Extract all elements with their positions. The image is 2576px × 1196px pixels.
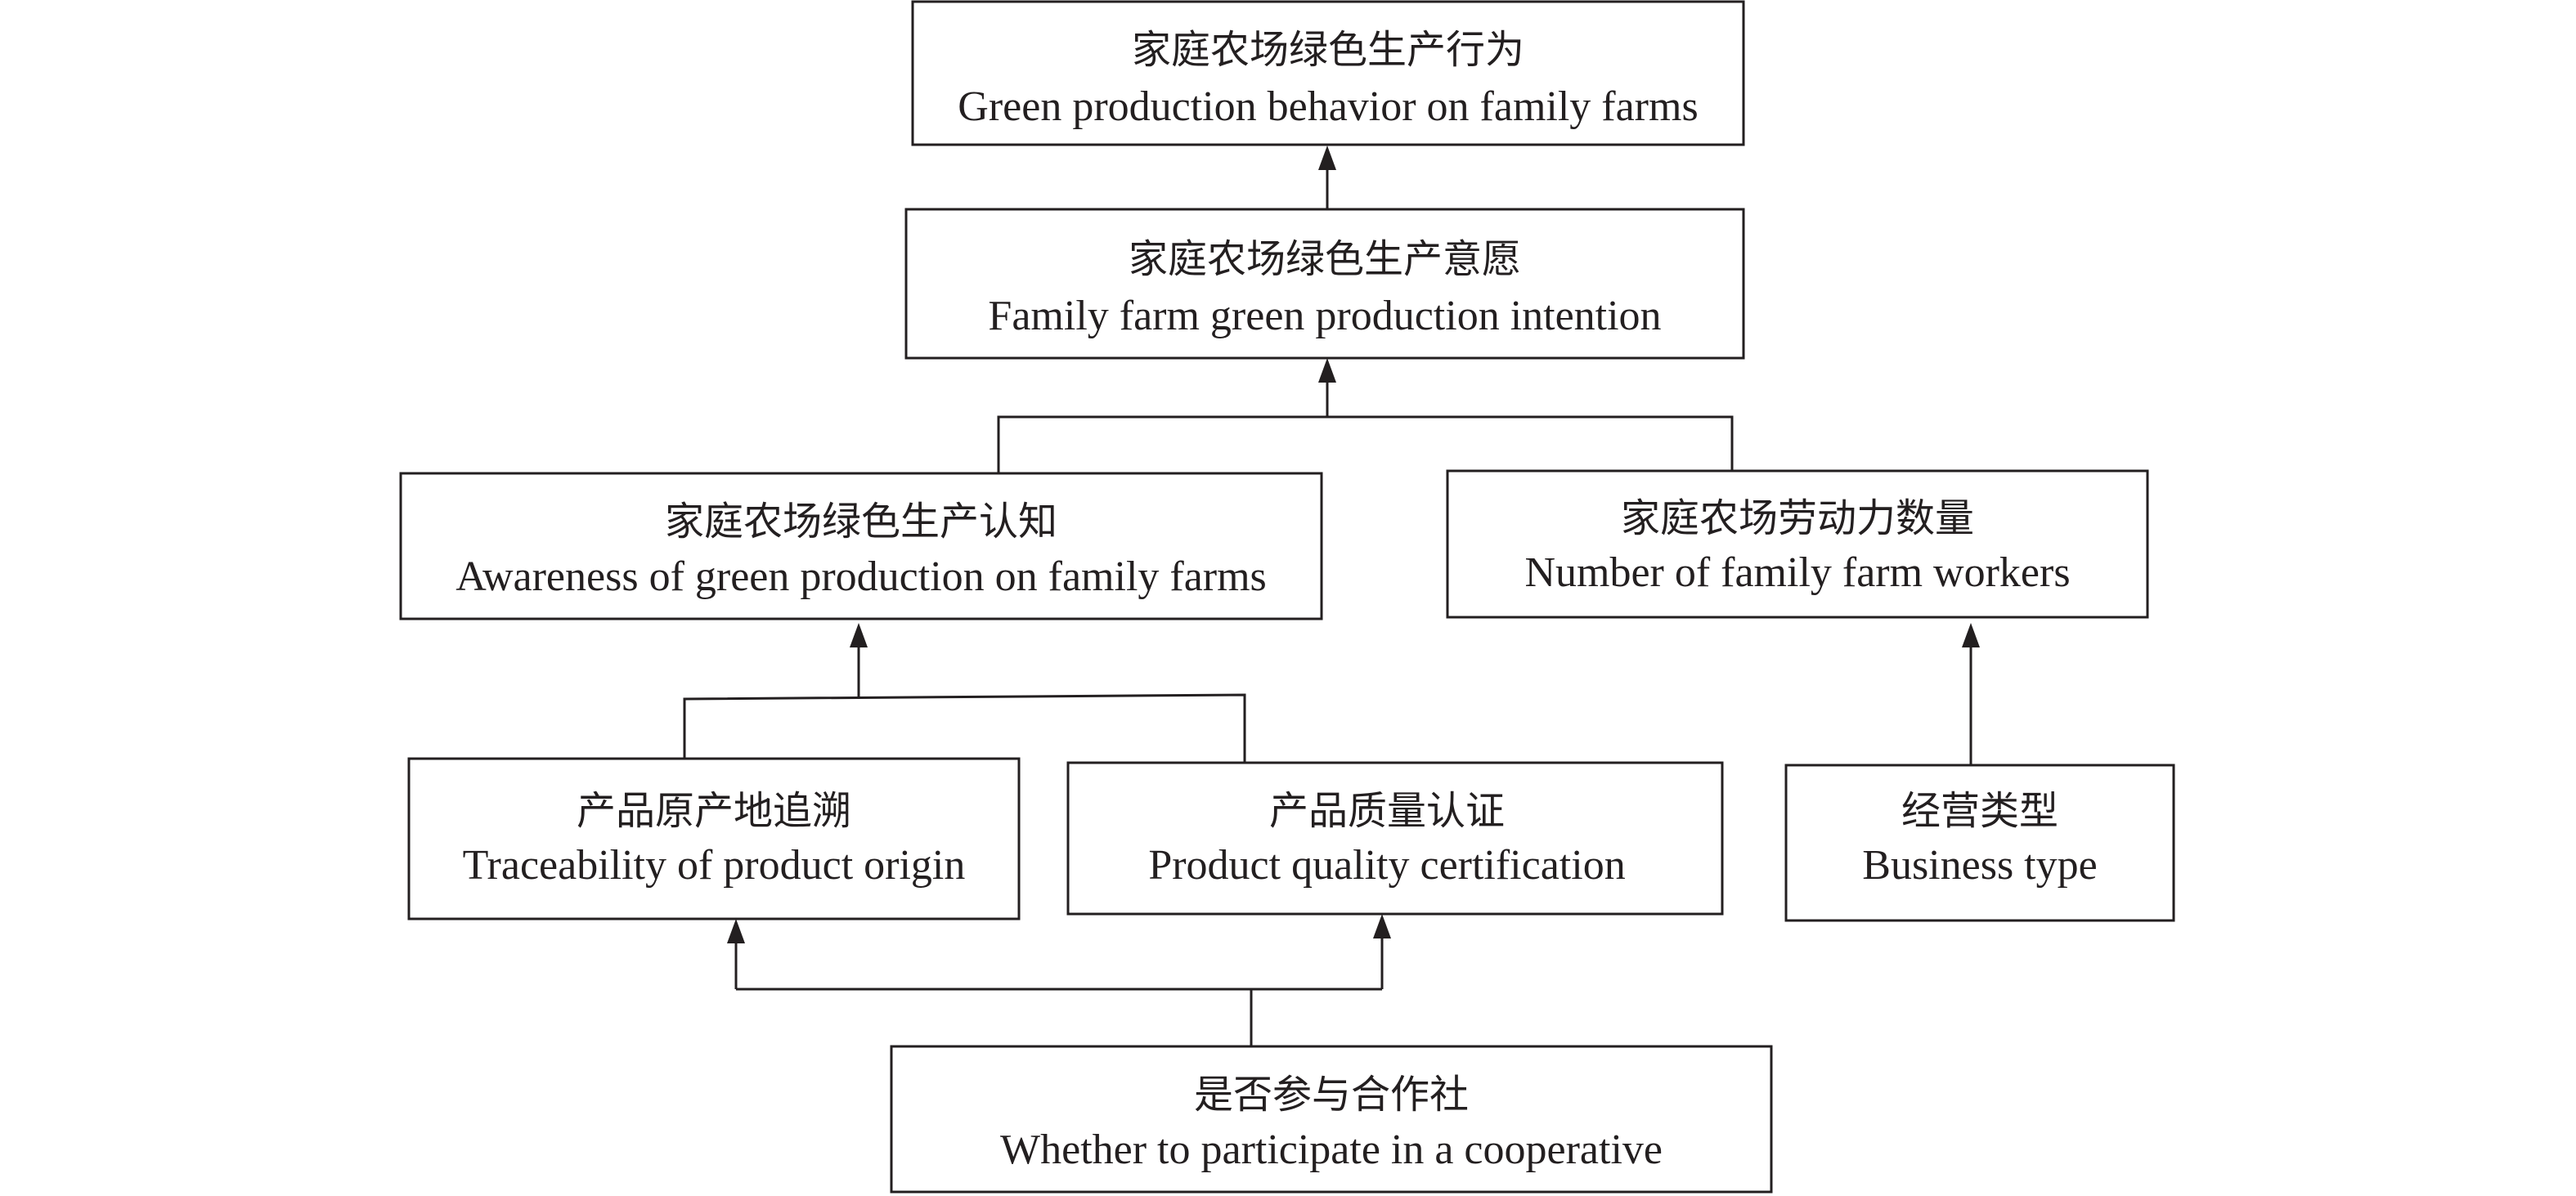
edge-business-type-to-workers — [1962, 623, 1980, 765]
node-cooperative: 是否参与合作社 Whether to participate in a coop… — [890, 1045, 1773, 1194]
node-workers-cn: 家庭农场劳动力数量 — [1621, 495, 1974, 541]
node-business-type-cn: 经营类型 — [1901, 788, 2058, 834]
node-traceability: 产品原产地追溯 Traceability of product origin — [407, 757, 1021, 921]
arrowhead — [1318, 358, 1336, 383]
arrowhead — [727, 919, 745, 943]
edge-traceability-certification-to-awareness — [683, 623, 1246, 763]
node-cooperative-en: Whether to participate in a cooperative — [1000, 1127, 1663, 1173]
node-cooperative-cn: 是否参与合作社 — [1194, 1072, 1469, 1118]
node-certification-cn: 产品质量认证 — [1269, 788, 1505, 834]
node-workers-en: Number of family farm workers — [1524, 549, 2070, 596]
node-certification: 产品质量认证 Product quality certification — [1066, 761, 1724, 916]
node-workers: 家庭农场劳动力数量 Number of family farm workers — [1446, 469, 2149, 619]
edge-cooperative-to-traceability-certification — [727, 914, 1391, 1046]
node-awareness-cn: 家庭农场绿色生产认知 — [665, 499, 1057, 544]
node-awareness: 家庭农场绿色生产认知 Awareness of green production… — [399, 472, 1323, 620]
node-behavior-en: Green production behavior on family farm… — [958, 83, 1698, 130]
arrowhead — [850, 623, 868, 647]
node-behavior-cn: 家庭农场绿色生产行为 — [1132, 27, 1524, 73]
arrowhead — [1962, 623, 1980, 647]
edge-awareness-workers-to-intention — [997, 358, 1734, 473]
node-intention-cn: 家庭农场绿色生产意愿 — [1129, 236, 1521, 282]
node-traceability-cn: 产品原产地追溯 — [577, 788, 851, 834]
connectors — [683, 146, 1980, 1046]
node-intention-en: Family farm green production intention — [988, 293, 1661, 339]
arrowhead — [1373, 914, 1391, 938]
node-behavior: 家庭农场绿色生产行为 Green production behavior on … — [911, 0, 1745, 146]
node-business-type: 经营类型 Business type — [1784, 764, 2175, 922]
node-intention: 家庭农场绿色生产意愿 Family farm green production … — [904, 208, 1745, 360]
arrowhead — [1318, 146, 1336, 170]
node-awareness-en: Awareness of green production on family … — [456, 553, 1267, 600]
node-certification-en: Product quality certification — [1148, 842, 1625, 889]
node-business-type-en: Business type — [1862, 842, 2097, 889]
node-traceability-en: Traceability of product origin — [463, 842, 966, 889]
edge-intention-to-behavior — [1318, 146, 1336, 209]
